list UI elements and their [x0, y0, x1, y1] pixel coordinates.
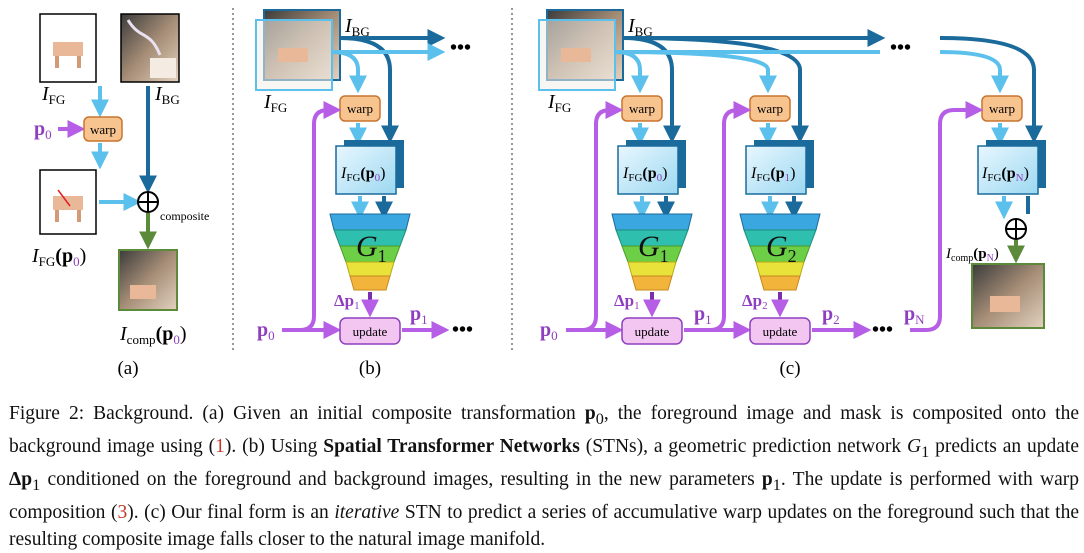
label-p1-c: p1 [694, 303, 712, 327]
label-i-fg-a: IFG [41, 83, 65, 107]
figure-diagram: IFG IBG p0 warp IFG(p0) composite [31, 8, 1046, 379]
arrow-p0-to-warp-b [282, 101, 342, 332]
bg-fg-image-stack-c [538, 9, 624, 91]
arrow-bg-to-stack2-c [622, 36, 809, 144]
warp-label-a: warp [90, 122, 116, 137]
subfig-label-a: (a) [117, 358, 138, 379]
label-delta1-c: Δp1 [614, 291, 640, 312]
warp-box-a [83, 116, 123, 142]
fg-warped-stack-3-c [977, 140, 1046, 195]
label-i-fg-b: IFG [263, 91, 287, 115]
label-comp-a: Icomp(p0) [119, 323, 187, 347]
label-delta2-c: Δp2 [742, 291, 768, 312]
arrow-pN-to-warp3-c [910, 101, 984, 332]
network-g2-c [739, 213, 821, 291]
label-stack-b: IFG(p0) [340, 165, 385, 184]
fg-warped-stack-1-c [617, 140, 686, 195]
fg-warped-stack-2-c [745, 140, 814, 195]
warp-label-1-c: warp [629, 101, 655, 116]
label-stack-3-c: IFG(pN) [981, 165, 1029, 184]
update-box-1-c [621, 317, 683, 345]
arrow-bg-to-stack3-c [939, 36, 1043, 144]
arrow-fg-to-warp2-c [614, 50, 777, 94]
ellipsis-bottom-b: ••• [452, 319, 473, 341]
ellipsis-top-b: ••• [450, 37, 471, 59]
label-p2-c: p2 [822, 303, 840, 327]
composite-result-thumbnail-a [118, 249, 178, 311]
label-i-bg-c: IBG [627, 15, 653, 39]
network-g1-c [611, 213, 693, 291]
label-stack-1-c: IFG(p0) [622, 165, 667, 184]
label-comp-c: Icomp(pN) [945, 246, 999, 264]
label-delta-b: Δp1 [334, 291, 360, 312]
ellipsis-bottom-c: ••• [872, 319, 893, 341]
figure-caption: Figure 2: Background. (a) Given an initi… [9, 403, 1080, 550]
network-g1-b [329, 213, 411, 291]
label-i-bg-a: IBG [154, 83, 180, 107]
label-i-fg-c: IFG [547, 91, 571, 115]
warped-fg-thumbnail [39, 169, 97, 235]
update-label-1-c: update [635, 324, 670, 339]
bg-fg-image-stack-b [255, 9, 341, 91]
warp-label-b: warp [347, 101, 373, 116]
composite-label-a: composite [160, 209, 209, 223]
label-network-b: G1 [356, 230, 387, 266]
label-warped-fg-a: IFG(p0) [31, 245, 86, 269]
equation-ref-1[interactable]: 1 [215, 435, 225, 457]
label-p1-b: p1 [410, 303, 428, 327]
subfig-label-c: (c) [779, 358, 800, 379]
arrow-fg-to-warp3-c [939, 50, 1009, 94]
update-box-2-c [749, 317, 811, 345]
label-net1-c: G1 [638, 230, 669, 266]
composite-operator-icon-c [1005, 218, 1027, 240]
label-p0-a: p0 [34, 118, 52, 142]
label-stack-2-c: IFG(p1) [750, 165, 795, 184]
arrow-fg-to-warp-b [331, 50, 367, 94]
equation-ref-3[interactable]: 3 [117, 501, 128, 523]
warp-label-3-c: warp [989, 101, 1015, 116]
update-label-2-c: update [763, 324, 798, 339]
arrow-p1-to-warp2-c [684, 101, 752, 332]
label-p0-c: p0 [540, 319, 558, 343]
panel-a: IFG IBG p0 warp IFG(p0) composite [31, 13, 209, 379]
label-i-bg-b: IBG [344, 15, 370, 39]
subfig-label-b: (b) [359, 358, 381, 379]
label-p0-b: p0 [257, 319, 275, 343]
composite-operator-icon [137, 191, 159, 213]
update-box-b [339, 317, 401, 345]
warp-label-2-c: warp [757, 101, 783, 116]
label-net2-c: G2 [766, 230, 797, 266]
panel-b: IBG IFG ••• warp IFG(p0) G1 Δp1 [255, 9, 473, 379]
bg-image-thumbnail [120, 13, 180, 83]
composite-result-thumbnail-c [971, 263, 1045, 329]
arrow-p0-to-warp1-c [566, 101, 624, 332]
fg-warped-stack-b [335, 140, 404, 195]
fg-image-thumbnail [39, 13, 97, 83]
panel-c: IBG IFG ••• warp warp warp IFG(p0) [538, 9, 1046, 379]
update-label-b: update [353, 324, 388, 339]
arrow-bg-to-stack-b [339, 36, 399, 144]
label-pN-c: pN [904, 303, 925, 327]
ellipsis-top-c: ••• [890, 37, 911, 59]
